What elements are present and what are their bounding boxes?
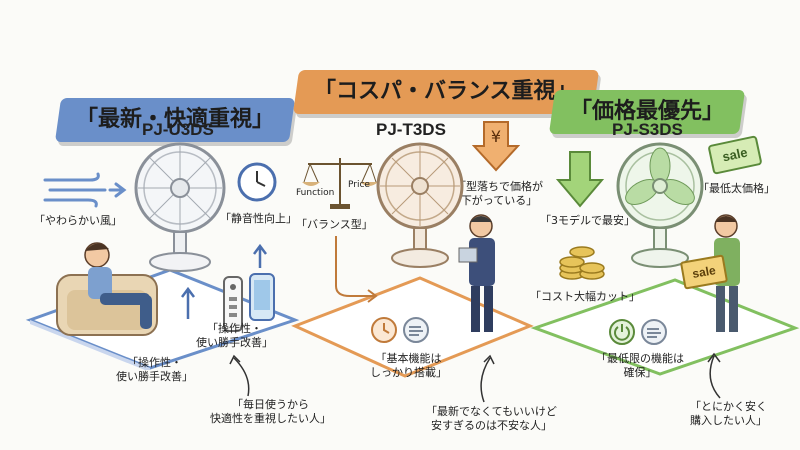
wind-mode-icon-2 (641, 319, 667, 345)
label-target-user-3: 「とにかく安く 購入したい人」 (690, 400, 767, 427)
relaxing-person-icon (56, 242, 158, 336)
label-operability-lower: 「操作性・ 使い勝手改善」 (116, 356, 193, 383)
label-soft-wind: 「やわらかい風」 (34, 214, 122, 227)
sale-tag-text: sale (720, 144, 749, 165)
cheapest-down-arrow-icon (556, 151, 604, 208)
label-quiet: 「静音性向上」 (220, 212, 297, 225)
currency-symbol: ¥ (491, 127, 501, 146)
wind-icon (43, 172, 127, 208)
price-down-arrow-icon: ¥ (472, 121, 520, 172)
scale-label-price: Price (348, 180, 370, 190)
sale-sign-text: sale (691, 263, 717, 281)
remote-control-icon (223, 276, 243, 332)
label-target-user-2: 「最新でなくてもいいけど 安すぎるのは不安な人」 (426, 405, 557, 432)
label-minimum-functions: 「最低限の機能は 確保」 (596, 352, 684, 379)
label-price-drop: 「型落ちで価格が 下がっている」 (455, 180, 543, 207)
power-icon (609, 319, 635, 345)
model-name-u3ds: PJ-U3DS (142, 120, 214, 139)
label-cost-cut: 「コスト大幅カット」 (530, 290, 640, 303)
arrow-up-icon-2 (253, 243, 267, 268)
wind-mode-icon (403, 317, 429, 343)
connector-arrow (335, 236, 378, 303)
label-target-user-1: 「毎日使うから 快適性を重視したい人」 (210, 398, 331, 425)
label-cheapest-of-three: 「3モデルで最安」 (540, 214, 635, 227)
scale-label-function: Function (296, 188, 335, 198)
timer-icon (371, 317, 397, 343)
fan-u3ds-icon (134, 142, 226, 272)
fan-t3ds-icon (376, 142, 464, 268)
businessman-icon (458, 214, 495, 332)
balance-scale-icon (302, 158, 378, 209)
label-basic-functions: 「基本機能は しっかり搭載」 (370, 352, 447, 379)
pointer-line-1 (229, 354, 250, 397)
smartphone-icon (249, 273, 275, 321)
pointer-line-2 (480, 354, 495, 403)
clock-icon (237, 162, 277, 202)
coins-icon (559, 246, 605, 280)
label-lowest-price: 「最低太価格」 (698, 182, 775, 195)
model-name-s3ds: PJ-S3DS (612, 120, 683, 139)
label-balance-type: 「バランス型」 (296, 218, 373, 231)
arrow-up-icon (181, 286, 195, 319)
fan-s3ds-icon (616, 142, 704, 268)
label-operability-upper: 「操作性・ 使い勝手改善」 (196, 322, 273, 349)
sale-tag: sale (707, 135, 763, 175)
pointer-line-3 (707, 352, 721, 399)
model-name-t3ds: PJ-T3DS (376, 120, 446, 139)
